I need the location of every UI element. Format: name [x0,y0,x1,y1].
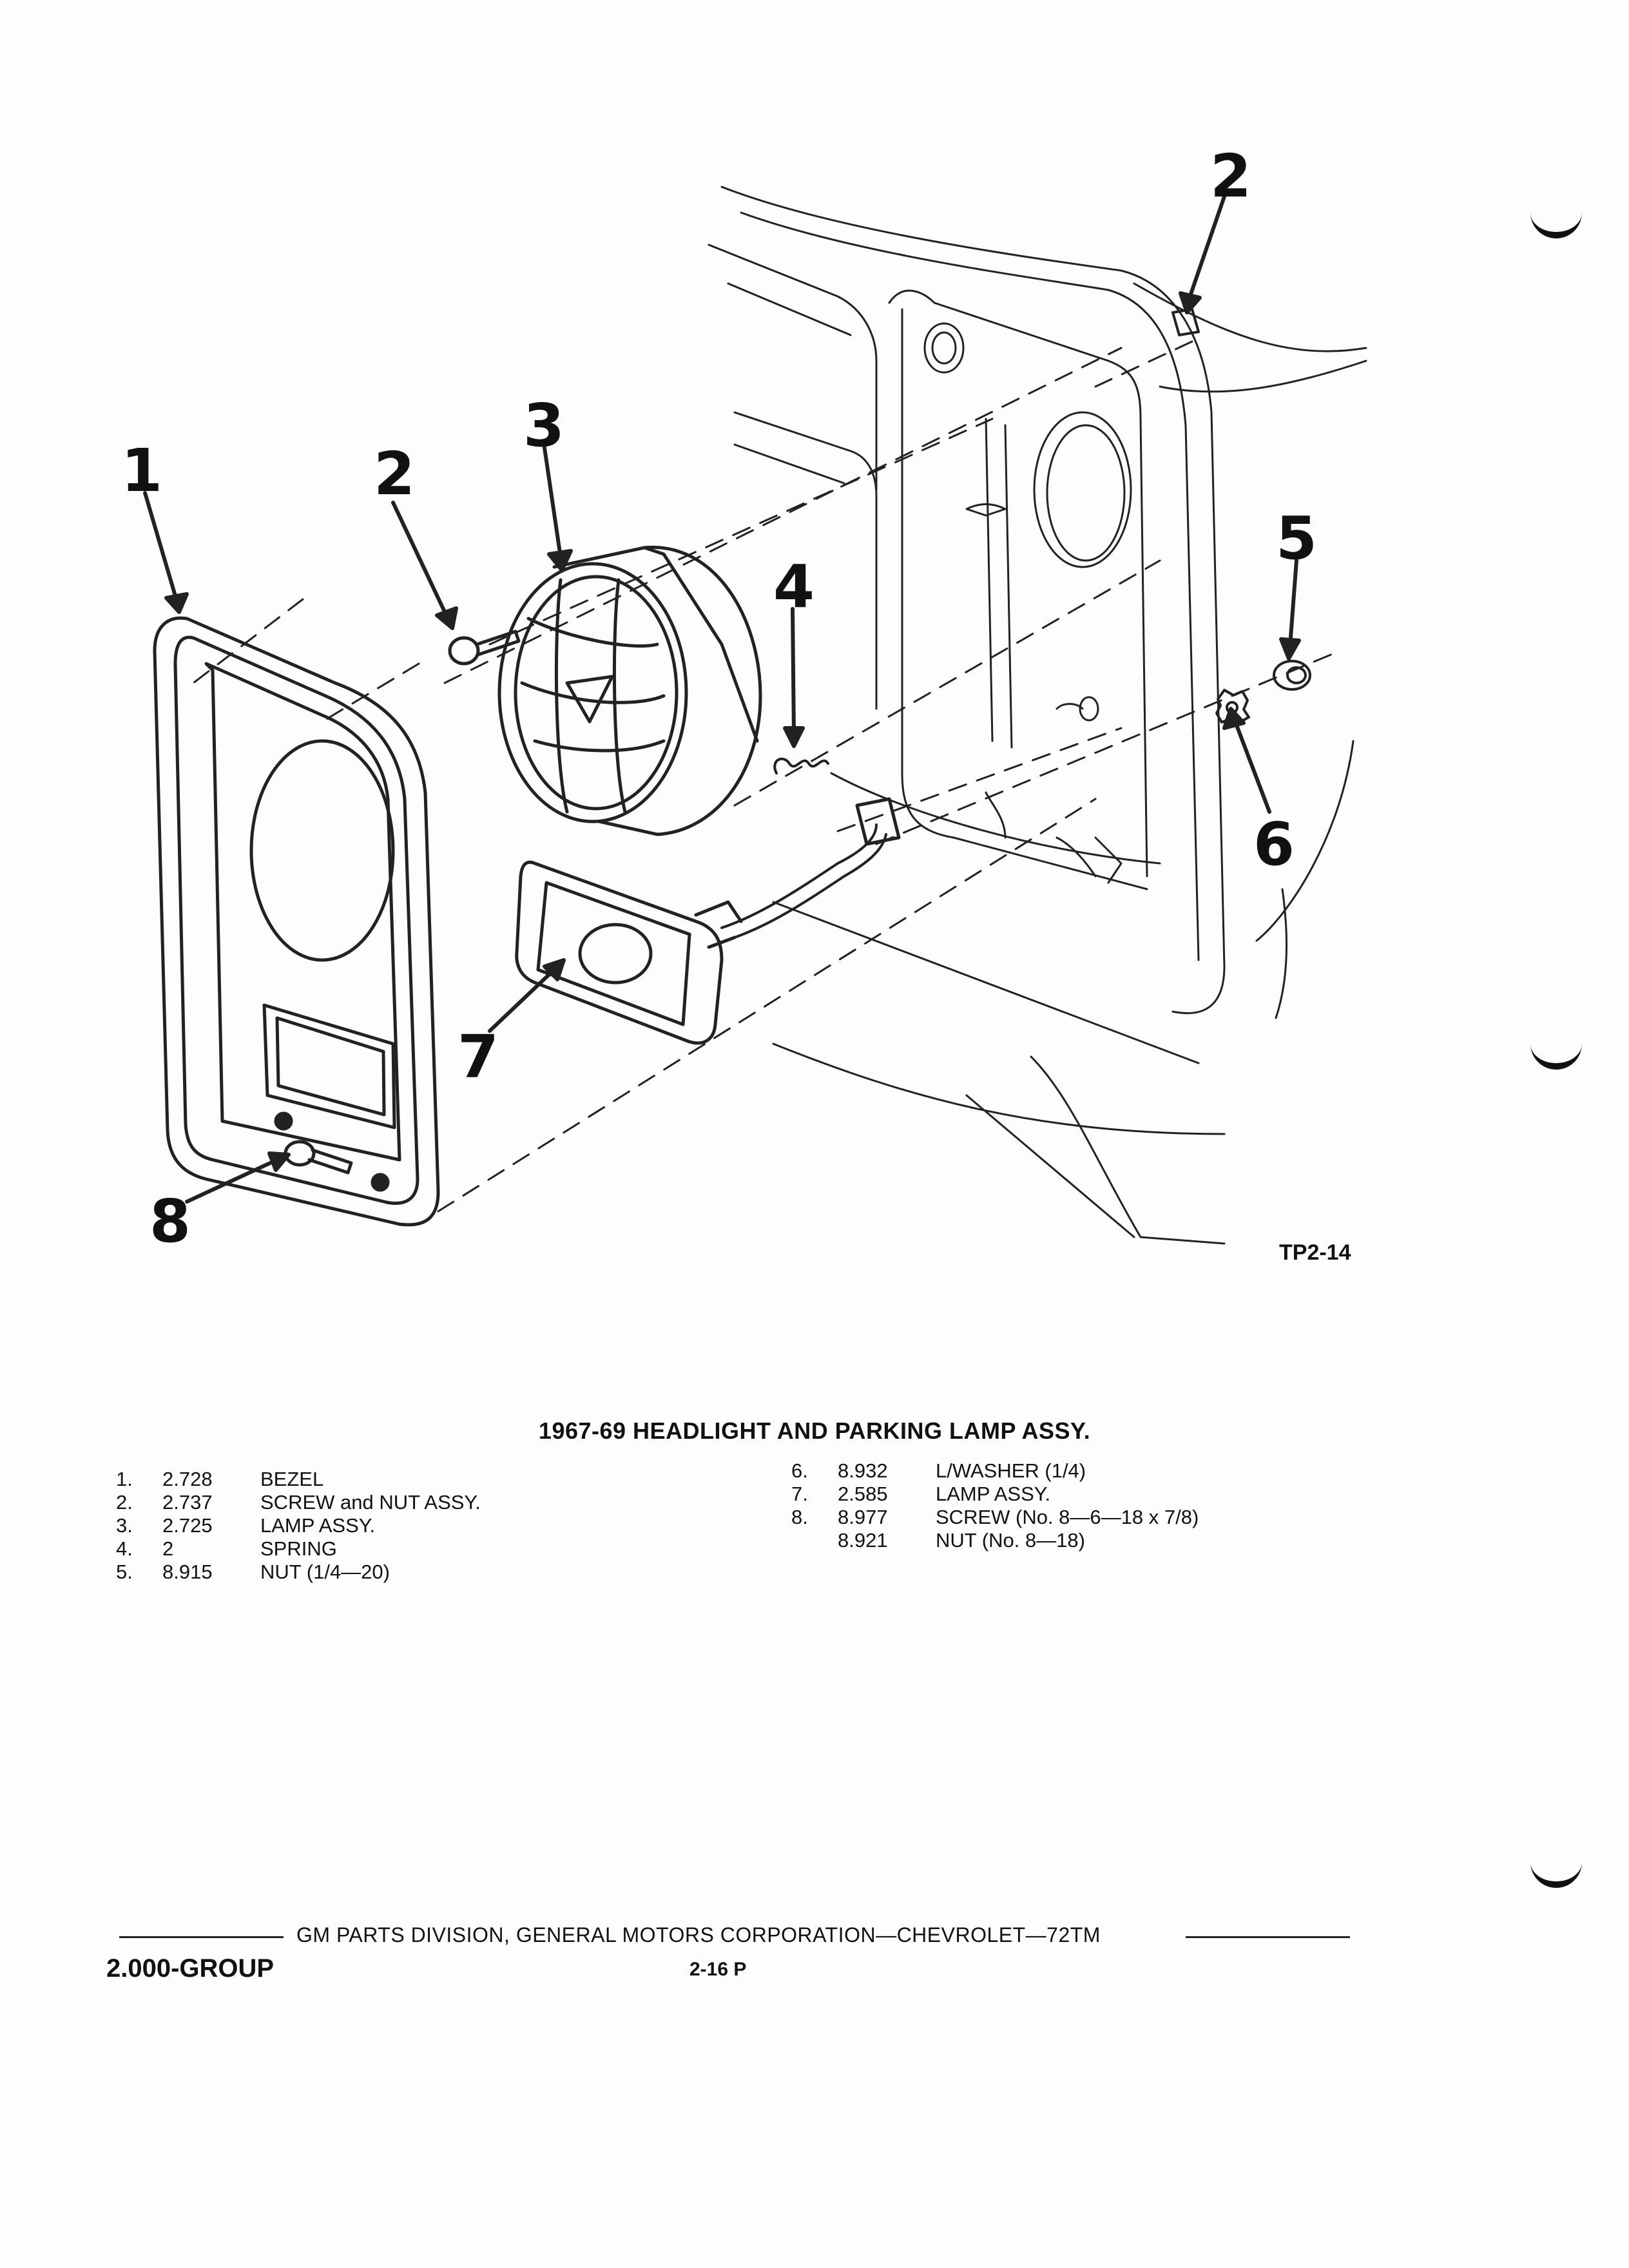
callout-5: 5 [1276,504,1318,573]
figure-reference: TP2-14 [1279,1240,1351,1265]
parts-list-left: 1. 2.728 BEZEL 2. 2.737 SCREW and NUT AS… [116,1468,481,1584]
callout-3: 3 [523,391,565,460]
item-number: 6. [791,1459,808,1482]
part-group-number: 8.932 [838,1459,888,1482]
parts-row: 2. 2.737 SCREW and NUT ASSY. [116,1491,481,1514]
item-number: 3. [116,1514,133,1537]
part-description: NUT (No. 8—18) [936,1529,1085,1552]
group-number: 2.000-GROUP [106,1954,275,1983]
part-group-number: 2.585 [838,1483,888,1505]
binder-mark [1530,213,1582,238]
part-description: SPRING [260,1537,337,1560]
figure-title: 1967-69 HEADLIGHT AND PARKING LAMP ASSY. [538,1418,1091,1444]
page-number: 2-16 P [689,1959,747,1980]
nut-part-5 [1273,660,1311,691]
callout-4: 4 [773,552,815,621]
parts-list-right: 6. 8.932 L/WASHER (1/4) 7. 2.585 LAMP AS… [791,1459,1199,1552]
callout-2: 2 [374,439,416,508]
item-number: 5. [116,1561,133,1583]
callout-arrows [143,195,1301,1204]
part-group-number: 8.915 [162,1561,213,1583]
parts-row: 7. 2.585 LAMP ASSY. [791,1483,1199,1506]
parts-row: 4. 2 SPRING [116,1537,481,1561]
parts-row: 6. 8.932 L/WASHER (1/4) [791,1459,1199,1483]
binder-mark [1530,1044,1582,1070]
part-description: SCREW and NUT ASSY. [260,1491,481,1514]
callout-7: 7 [458,1023,499,1091]
item-number: 8. [791,1506,808,1528]
part-description: NUT (1/4—20) [260,1561,390,1583]
part-group-number: 2.728 [162,1468,213,1490]
part-description: LAMP ASSY. [260,1514,376,1537]
exploded-view-illustration [143,186,1367,1245]
parts-row: 1. 2.728 BEZEL [116,1468,481,1491]
fender-body-outline [708,186,1367,1245]
part-description: BEZEL [260,1468,324,1490]
parts-row: 5. 8.915 NUT (1/4—20) [116,1561,481,1584]
item-number: 7. [791,1483,808,1505]
callout-1: 1 [121,436,163,505]
part-group-number: 2.725 [162,1514,213,1537]
item-number: 2. [116,1491,133,1514]
dashed-alignment-lines [192,340,1342,1213]
callout-8: 8 [149,1187,191,1256]
parking-lamp-part-7 [515,797,901,1045]
footer-publisher: GM PARTS DIVISION, GENERAL MOTORS CORPOR… [296,1923,1101,1946]
item-number: 1. [116,1468,133,1490]
part-group-number: 8.977 [838,1506,888,1528]
parts-row: 8. 8.977 SCREW (No. 8—6—18 x 7/8) [791,1506,1199,1529]
bezel-part-1 [153,616,440,1227]
callout-6: 6 [1253,810,1295,879]
parts-row: 8.921 NUT (No. 8—18) [791,1529,1199,1552]
footer-rule-right [1186,1936,1350,1938]
part-group-number: 8.921 [838,1529,888,1552]
headlamp-part-3 [448,545,829,836]
part-description: SCREW (No. 8—6—18 x 7/8) [936,1506,1199,1528]
part-group-number: 2.737 [162,1491,213,1514]
binder-mark [1530,1862,1582,1888]
callout-2-upper: 2 [1210,142,1252,211]
part-description: LAMP ASSY. [936,1483,1051,1505]
item-number: 4. [116,1537,133,1560]
item-number [791,1529,838,1552]
part-description: L/WASHER (1/4) [936,1459,1086,1482]
parts-row: 3. 2.725 LAMP ASSY. [116,1514,481,1537]
footer-rule-left [119,1936,284,1938]
part-group-number: 2 [162,1537,174,1560]
